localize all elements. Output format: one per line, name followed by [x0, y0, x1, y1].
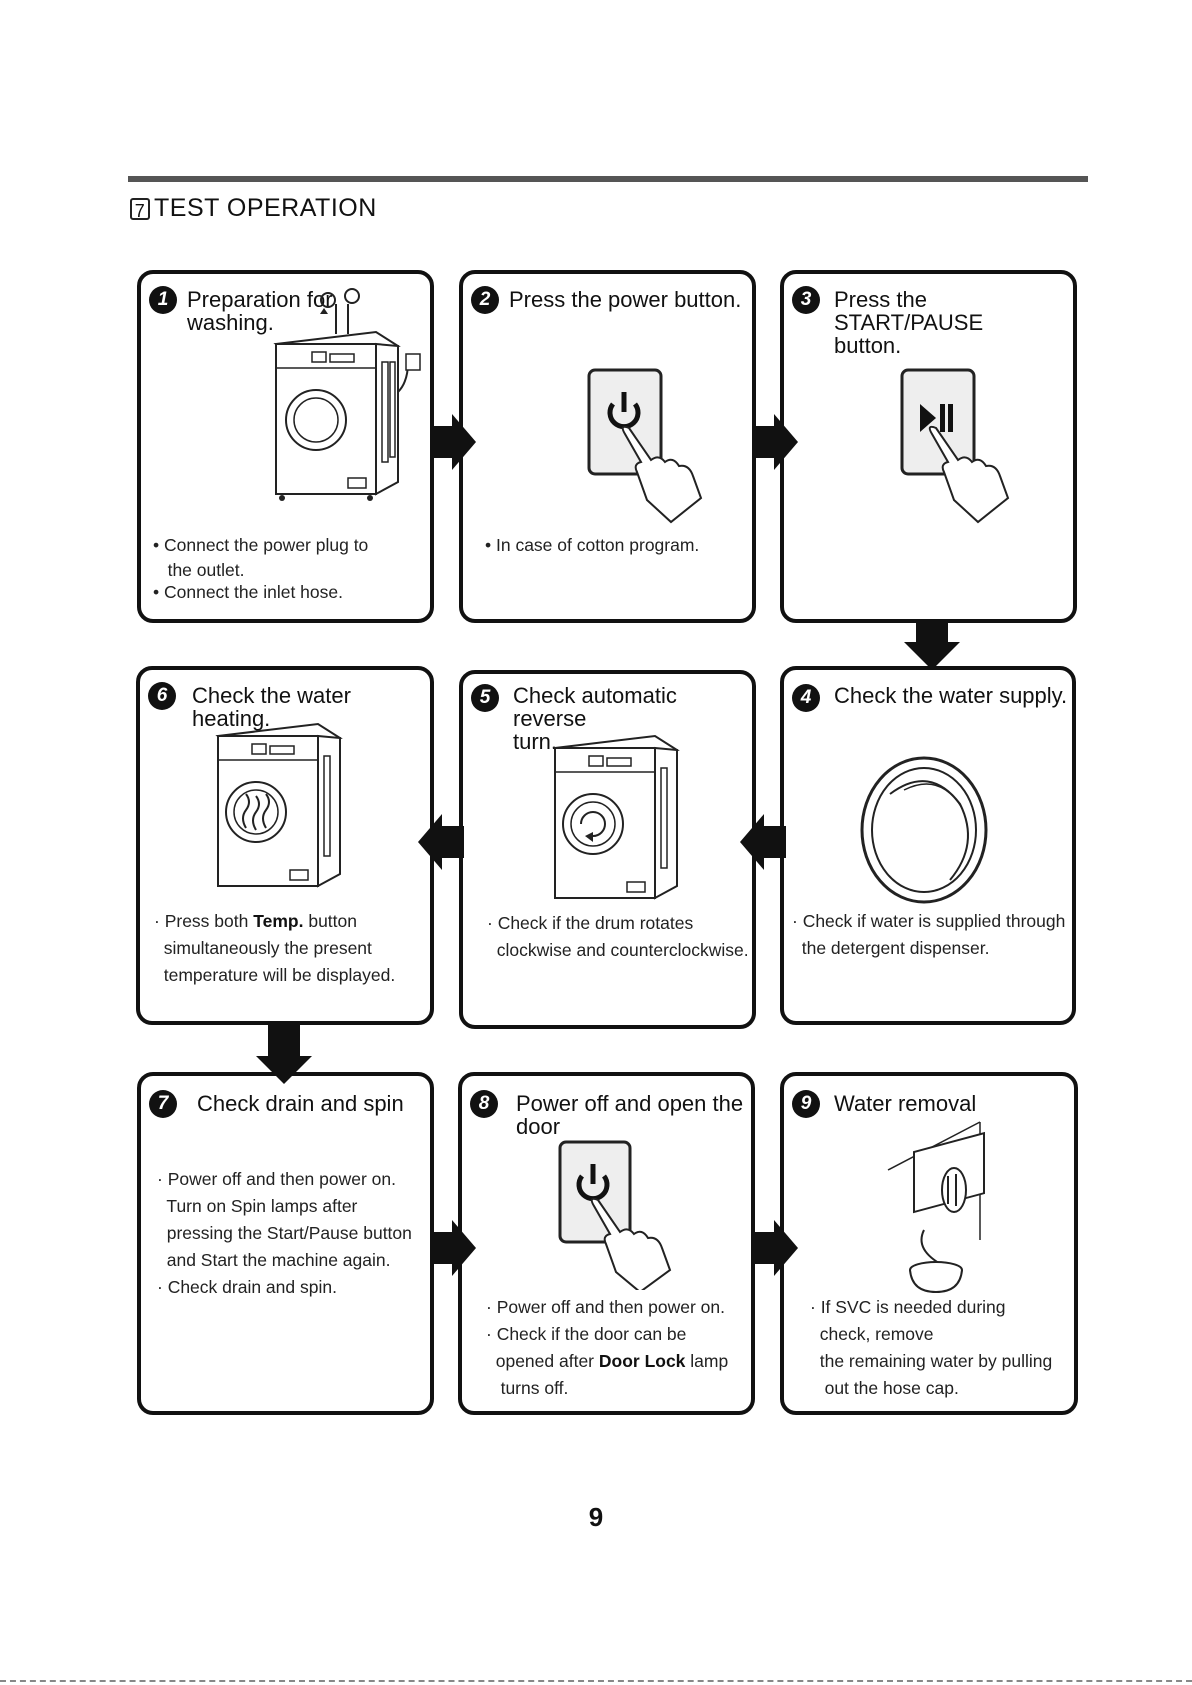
step-number-badge: 6	[148, 682, 176, 710]
section-number: 7	[130, 197, 150, 221]
bullet-text: opened after	[486, 1351, 599, 1371]
washer-with-hoses-icon	[273, 288, 421, 501]
step-title: Power off and open the door	[516, 1091, 744, 1139]
step-title: Check the water heating.	[192, 683, 351, 731]
step-card-7: 7 Check drain and spin · Power off and t…	[137, 1072, 434, 1415]
step-number-badge: 9	[792, 1090, 820, 1118]
arrow-down-icon	[256, 1024, 312, 1084]
bullet-line: the detergent dispenser.	[792, 938, 990, 958]
step-number-badge: 4	[792, 684, 820, 712]
bullet-line: · Check if the door can be	[486, 1324, 687, 1344]
detergent-dispenser-icon	[860, 756, 988, 904]
drain-hose-cap-icon	[887, 1121, 985, 1294]
bullet-line: turns off.	[486, 1378, 569, 1398]
arrow-right-icon	[752, 414, 798, 470]
power-button-press-icon	[587, 368, 703, 524]
step-title: Water removal	[834, 1091, 977, 1116]
step-card-5: 5 Check automatic reverse turn. · Check …	[459, 670, 756, 1029]
bullet-line: the remaining water by pulling	[810, 1351, 1053, 1371]
step-bullets: · If SVC is needed during check, remove …	[810, 1294, 1052, 1402]
step-bullets: • In case of cotton program.	[485, 532, 699, 559]
step-title: Check drain and spin	[197, 1091, 404, 1116]
step-title: Check the water supply.	[834, 683, 1068, 708]
bullet-line: · Power off and then power on.	[486, 1297, 725, 1317]
washer-water-heating-icon	[215, 722, 343, 888]
bullet-line: · Check drain and spin.	[157, 1277, 337, 1297]
step-number-badge: 8	[470, 1090, 498, 1118]
bullet-line: · If SVC is needed during	[810, 1297, 1006, 1317]
arrow-right-icon	[430, 414, 476, 470]
bullet-line: opened after Door Lock lamp	[486, 1348, 729, 1375]
step-bullets: · Press both Temp. button simultaneously…	[154, 908, 395, 989]
bullet-text: button	[303, 911, 357, 931]
bullet-line: • Connect the inlet hose.	[153, 582, 343, 602]
bullet-line: temperature will be displayed.	[154, 965, 396, 985]
bullet-line: • In case of cotton program.	[485, 535, 700, 555]
bullet-line: · Check if the drum rotates	[487, 913, 694, 933]
bullet-line: the outlet.	[153, 560, 245, 580]
arrow-right-icon	[430, 1220, 476, 1276]
bullet-text: · Press both	[154, 911, 254, 931]
bullet-line: · Press both Temp. button	[154, 908, 395, 935]
bullet-line: out the hose cap.	[810, 1378, 959, 1398]
bullet-line: simultaneously the present	[154, 938, 372, 958]
step-bullets: · Power off and then power on. · Check i…	[486, 1294, 728, 1402]
step-number-badge: 5	[471, 684, 499, 712]
step-card-2: 2 Press the power button. • In case of c…	[459, 270, 756, 623]
arrow-left-icon	[740, 814, 786, 870]
door-lock-label: Door Lock	[598, 1351, 686, 1371]
bullet-line: · Check if water is supplied through	[792, 911, 1066, 931]
section-heading: TEST OPERATION	[154, 194, 377, 222]
step-title: Press the power button.	[509, 287, 742, 312]
step-bullets: · Check if the drum rotates clockwise an…	[487, 910, 749, 964]
step-card-6: 6 Check the water heating. · Press both …	[136, 666, 434, 1025]
step-card-8: 8 Power off and open the door · Power of…	[458, 1072, 755, 1415]
step-card-3: 3 Press the START/PAUSE button.	[780, 270, 1077, 623]
bullet-line: Turn on Spin lamps after	[157, 1196, 358, 1216]
step-number-badge: 3	[792, 286, 820, 314]
bullet-line: and Start the machine again.	[157, 1250, 391, 1270]
step-bullets: · Check if water is supplied through the…	[792, 908, 1065, 962]
washer-drum-rotating-icon	[552, 734, 680, 900]
footer-divider	[0, 1680, 1192, 1682]
bullet-line: clockwise and counterclockwise.	[487, 940, 749, 960]
bullet-line: · Power off and then power on.	[157, 1169, 396, 1189]
start-pause-button-press-icon	[900, 368, 1010, 524]
arrow-left-icon	[418, 814, 464, 870]
step-bullets: · Power off and then power on. Turn on S…	[157, 1166, 412, 1301]
bullet-line: check, remove	[810, 1324, 934, 1344]
arrow-down-icon	[904, 620, 960, 670]
step-card-9: 9 Water removal · If SVC is needed durin…	[780, 1072, 1078, 1415]
step-title: Check automatic reverse turn.	[513, 683, 677, 754]
step-number-badge: 1	[149, 286, 177, 314]
step-number-badge: 2	[471, 286, 499, 314]
step-number-badge: 7	[149, 1090, 177, 1118]
power-button-press-icon	[558, 1140, 672, 1290]
page-number: 9	[588, 1502, 604, 1532]
bullet-line: • Connect the power plug to	[153, 535, 369, 555]
step-card-1: 1 Preparation for washing. • Connect the…	[137, 270, 434, 623]
header-rule	[128, 176, 1088, 182]
step-title: Preparation for washing.	[187, 287, 333, 335]
section-title: 7 TEST OPERATION	[130, 194, 377, 223]
step-card-4: 4 Check the water supply. · Check if wat…	[780, 666, 1076, 1025]
bullet-text: lamp	[685, 1351, 729, 1371]
step-bullets: • Connect the power plug to the outlet. …	[153, 532, 368, 603]
bullet-line: pressing the Start/Pause button	[157, 1223, 412, 1243]
arrow-right-icon	[752, 1220, 798, 1276]
temp-button-label: Temp.	[253, 911, 304, 931]
step-title: Press the START/PAUSE button.	[834, 287, 984, 358]
